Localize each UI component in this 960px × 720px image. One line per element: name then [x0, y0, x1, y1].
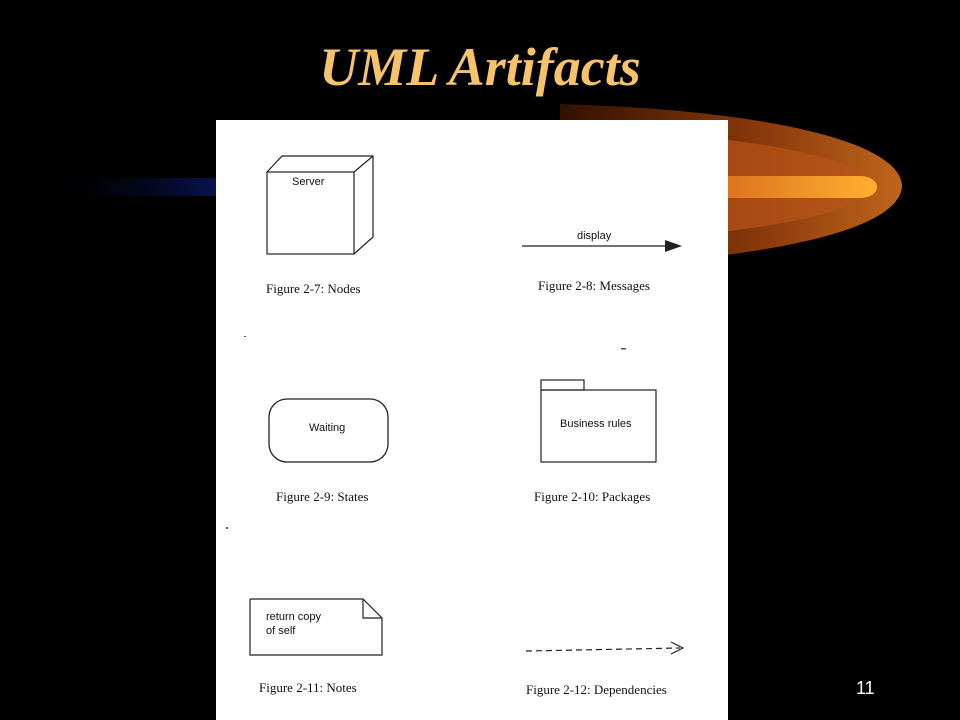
package-label: Business rules: [560, 418, 632, 430]
slide-title: UML Artifacts: [319, 37, 641, 97]
note-shape: [249, 598, 383, 656]
scanned-figure-page: Server Figure 2-7: Nodes display Figure …: [216, 120, 728, 720]
node-box-shape: [266, 155, 374, 255]
state-label: Waiting: [309, 422, 346, 434]
state-shape: [268, 398, 389, 463]
figure-2-7-caption: Figure 2-7: Nodes: [266, 281, 361, 296]
figure-2-12-caption: Figure 2-12: Dependencies: [526, 682, 667, 697]
figure-2-8-caption: Figure 2-8: Messages: [538, 278, 650, 293]
dependency-arrow-shape: [525, 641, 685, 655]
figure-2-10-caption: Figure 2-10: Packages: [534, 489, 651, 504]
note-label-line1: return copy: [266, 611, 322, 623]
node-label: Server: [292, 176, 325, 188]
figure-2-9-caption: Figure 2-9: States: [276, 489, 369, 504]
message-arrow-shape: [522, 240, 682, 252]
slide-number: 11: [856, 678, 875, 698]
uml-figures-drawing: [226, 155, 685, 656]
package-shape: [540, 379, 657, 463]
note-label-line2: of self: [266, 625, 296, 637]
scan-specks: [226, 336, 626, 529]
message-label: display: [577, 230, 612, 242]
figure-2-11-caption: Figure 2-11: Notes: [259, 680, 357, 695]
